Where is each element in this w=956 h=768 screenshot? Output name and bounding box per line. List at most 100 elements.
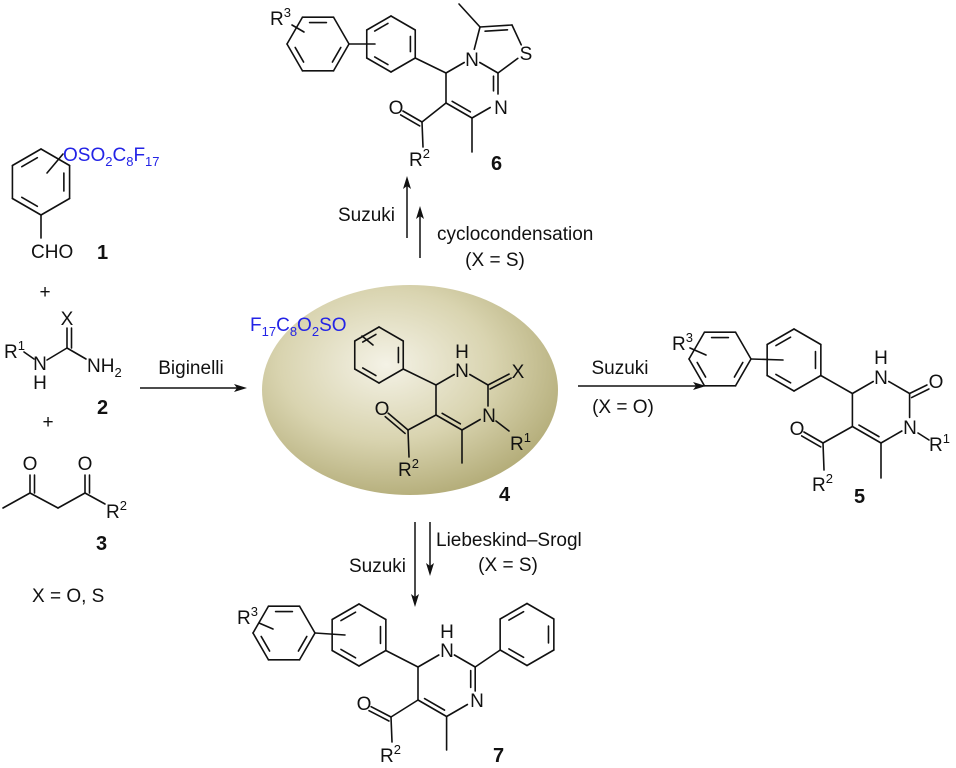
compound-6: R3 N S N O R2 6 <box>270 5 532 175</box>
text-run: R <box>812 475 826 496</box>
bond <box>458 3 481 28</box>
oxygen-label: O <box>929 372 944 393</box>
benzene-ring <box>298 605 316 634</box>
biginelli-label: Biginelli <box>158 358 223 379</box>
suzuki-arrow-to-5-head <box>693 382 706 390</box>
text-run: R <box>270 9 284 30</box>
text-run: R <box>380 746 394 767</box>
bond-layer <box>2 3 930 751</box>
double-bond-line <box>423 697 446 711</box>
bond <box>468 373 489 386</box>
text-run: R <box>237 608 251 629</box>
sulfur-label: S <box>520 44 533 65</box>
aromatic-inner-bond <box>20 196 39 208</box>
bond <box>407 429 410 458</box>
oxygen-label: O <box>790 419 805 440</box>
benzene-ring <box>766 328 795 346</box>
double-bond-line <box>910 388 930 399</box>
bond <box>23 351 35 360</box>
aromatic-inner-bond <box>340 648 357 659</box>
double-bond-line <box>800 435 822 448</box>
bond <box>46 347 68 361</box>
aromatic-inner-bond <box>696 361 707 378</box>
aromatic-inner-bond <box>775 373 792 384</box>
double-bond-line <box>368 709 390 722</box>
bond <box>461 418 482 431</box>
cyclocondensation-label: cyclocondensation <box>437 224 593 245</box>
bond <box>908 384 928 395</box>
aromatic-inner-bond <box>775 336 792 347</box>
bond <box>84 492 106 505</box>
benzene-ring <box>286 43 304 72</box>
r2-label: R2 <box>812 471 833 496</box>
r1-label: R1 <box>929 431 950 456</box>
double-bond-line <box>384 415 406 435</box>
benzene-ring <box>11 197 42 216</box>
superscript: 1 <box>18 338 25 353</box>
text-run: C <box>112 145 126 166</box>
condition-note: X = O, S <box>32 586 104 607</box>
nitrogen-label: N <box>455 361 469 382</box>
text-run: F <box>133 145 145 166</box>
bond <box>445 61 466 74</box>
nitrogen-label: N <box>470 691 484 712</box>
r1-label: R1 <box>510 430 531 455</box>
bond <box>479 24 513 28</box>
nitrogen-label: N <box>494 98 508 119</box>
subscript: 2 <box>105 154 112 169</box>
cyclocondensation-arrow-head <box>416 206 424 219</box>
superscript: 1 <box>943 431 950 446</box>
compound-number-7: 7 <box>493 745 504 767</box>
compound-number-2: 2 <box>97 397 108 419</box>
compound-5: R3 H N O N R1 O R2 5 <box>672 330 950 508</box>
superscript: 2 <box>412 456 419 471</box>
suzuki-label-to-6: Suzuki <box>338 205 395 226</box>
hydrogen-label: H <box>440 622 454 643</box>
condition-label-to-7: (X = S) <box>478 555 538 576</box>
bond <box>917 432 930 441</box>
nitrogen-label: N <box>482 406 496 427</box>
bond <box>453 654 477 668</box>
bond <box>421 102 447 123</box>
highlight-ellipse <box>262 285 558 495</box>
aromatic-inner-bond <box>373 56 389 66</box>
bond <box>851 425 882 444</box>
bond <box>822 442 825 471</box>
suzuki-label-to-5: Suzuki <box>591 358 648 379</box>
superscript: 2 <box>423 146 430 161</box>
bond <box>445 102 473 119</box>
suzuki-label-to-7: Suzuki <box>349 556 406 577</box>
benzene-ring <box>358 603 387 621</box>
aromatic-inner-bond <box>260 635 271 652</box>
benzene-ring <box>526 649 555 667</box>
condition-label-to-5: (X = O) <box>592 397 654 418</box>
benzene-ring <box>378 326 405 342</box>
aromatic-inner-bond <box>297 635 308 652</box>
aromatic-inner-bond <box>373 22 389 32</box>
compound-number-6: 6 <box>491 153 502 175</box>
benzene-ring <box>378 368 405 384</box>
subscript: 17 <box>262 324 276 339</box>
bond <box>2 492 31 509</box>
double-bond-line <box>484 28 509 32</box>
compound-number-4: 4 <box>499 484 511 506</box>
aromatic-inner-bond <box>733 361 744 378</box>
condition-label-to-6: (X = S) <box>465 250 525 271</box>
subscript: 2 <box>114 365 121 380</box>
r2-label: R2 <box>380 742 401 767</box>
text-run: F <box>250 315 262 336</box>
r2-label: R2 <box>106 498 127 523</box>
subscript: 8 <box>290 324 297 339</box>
bond <box>414 57 447 74</box>
benzene-ring <box>40 197 71 216</box>
nitrogen-label: N <box>465 50 479 71</box>
compound-number-3: 3 <box>96 533 107 555</box>
bond <box>880 430 903 444</box>
compound-1: OSO2C8F17 CHO 1 <box>31 145 160 264</box>
text-run: R <box>672 334 686 355</box>
bond <box>435 373 456 386</box>
hydrogen-label: H <box>874 348 888 369</box>
bond <box>291 24 305 33</box>
aromatic-inner-bond <box>361 367 377 377</box>
